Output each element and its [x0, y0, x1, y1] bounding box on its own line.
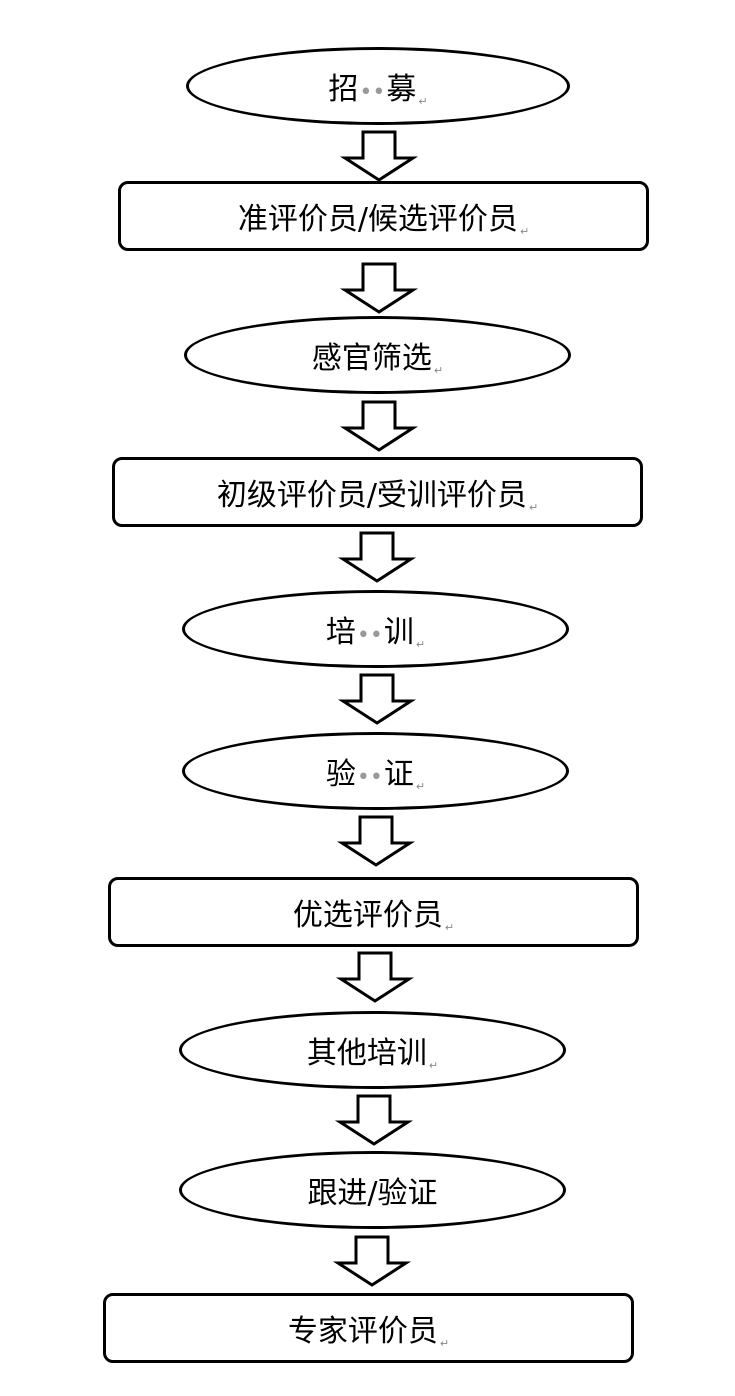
- step-candidate-assessor: 准评价员/候选评价员↵: [118, 181, 649, 251]
- step-other-training-label: 其他培训: [306, 1036, 427, 1071]
- step-sensory-screening: 感官筛选↵: [184, 316, 571, 394]
- step-initial-assessor-label: 初级评价员/受训评价员: [216, 478, 527, 513]
- step-follow-up-label: 跟进/验证: [307, 1176, 438, 1211]
- down-arrow-icon: [334, 1094, 414, 1146]
- paragraph-mark-icon: ↵: [418, 95, 428, 108]
- step-recruit-label: 招••募↵: [328, 64, 427, 108]
- down-arrow-icon: [332, 1235, 412, 1287]
- step-follow-up: 跟进/验证: [179, 1151, 566, 1229]
- down-arrow-icon: [337, 673, 417, 725]
- step-training-char-2: 训: [383, 615, 414, 650]
- step-verification-char-2: 证: [383, 757, 414, 792]
- step-recruit: 招••募↵: [186, 47, 570, 125]
- paragraph-mark-icon: ↵: [428, 1059, 439, 1072]
- step-verification: 验••证↵: [182, 732, 569, 810]
- down-arrow-icon: [339, 262, 419, 314]
- step-selected-assessor: 优选评价员↵: [108, 877, 639, 947]
- step-selected-assessor-label: 优选评价员: [292, 898, 443, 933]
- step-expert-assessor: 专家评价员↵: [103, 1293, 634, 1363]
- paragraph-mark-icon: ↵: [439, 1337, 450, 1350]
- step-training-char-1: 培: [325, 615, 356, 650]
- paragraph-mark-icon: ↵: [415, 638, 426, 651]
- step-other-training: 其他培训↵: [179, 1011, 566, 1089]
- step-recruit-char-2: 募: [386, 72, 417, 107]
- step-recruit-char-1: 招: [328, 72, 359, 107]
- spacer-dots: ••: [356, 623, 383, 648]
- down-arrow-icon: [339, 400, 419, 452]
- spacer-dots: ••: [359, 80, 386, 105]
- down-arrow-icon: [337, 531, 417, 583]
- step-initial-assessor: 初级评价员/受训评价员↵: [112, 457, 643, 527]
- down-arrow-icon: [339, 130, 419, 182]
- paragraph-mark-icon: ↵: [528, 501, 539, 514]
- spacer-dots: ••: [356, 765, 383, 790]
- step-verification-char-1: 验: [325, 757, 356, 792]
- paragraph-mark-icon: ↵: [444, 921, 455, 934]
- down-arrow-icon: [335, 951, 415, 1003]
- paragraph-mark-icon: ↵: [415, 780, 426, 793]
- step-training: 培••训↵: [182, 590, 569, 668]
- step-sensory-screening-label: 感官筛选: [311, 341, 432, 376]
- down-arrow-icon: [336, 815, 416, 867]
- paragraph-mark-icon: ↵: [433, 364, 444, 377]
- paragraph-mark-icon: ↵: [519, 225, 530, 238]
- step-candidate-assessor-label: 准评价员/候选评价员: [237, 202, 518, 237]
- step-expert-assessor-label: 专家评价员: [287, 1314, 438, 1349]
